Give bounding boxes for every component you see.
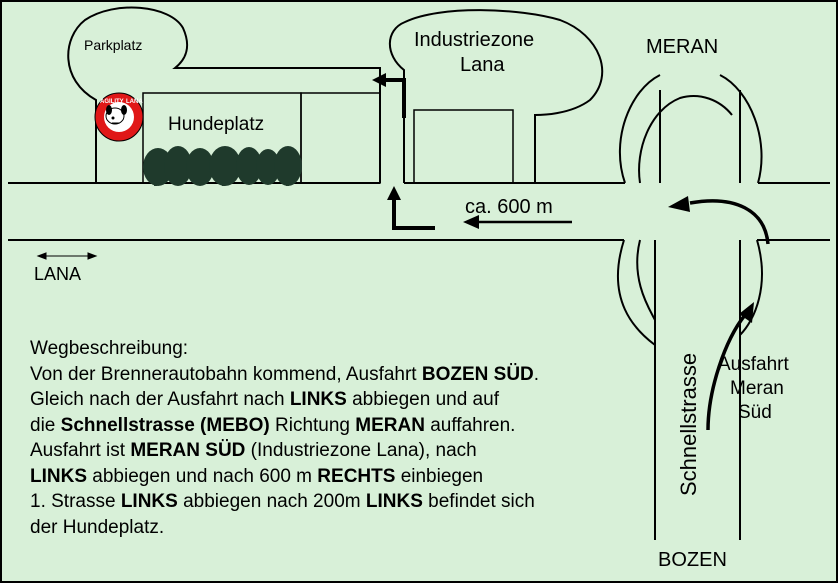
directions-text-segment: die xyxy=(30,414,61,436)
lana-label: LANA xyxy=(34,264,81,284)
directions-line: der Hundeplatz. xyxy=(30,515,680,541)
north-interchange xyxy=(618,74,763,184)
directions-line: 1. Strasse LINKS abbiegen nach 200m LINK… xyxy=(30,489,680,515)
directions-text-segment: einbiegen xyxy=(395,465,484,487)
meran-label: MERAN xyxy=(646,36,718,58)
directions-bold-text: MERAN SÜD xyxy=(130,440,246,461)
directions-bold-text: LINKS xyxy=(365,491,423,512)
south-interchange xyxy=(617,239,763,540)
directions-bold-text: LINKS xyxy=(120,491,178,512)
ausfahrt-label-1: Ausfahrt xyxy=(718,354,789,375)
lana-direction-arrow-icon xyxy=(36,252,98,260)
svg-text:AGILITY: AGILITY xyxy=(100,99,124,105)
directions-text-segment: Ausfahrt ist xyxy=(30,440,131,461)
directions-text-segment: abbiegen und auf xyxy=(346,389,499,410)
directions-bold-text: RECHTS xyxy=(317,465,396,487)
ausfahrt-label-2: Meran xyxy=(730,378,784,399)
turn-right-arrow-icon xyxy=(387,186,435,230)
distance-arrow-icon xyxy=(463,215,572,229)
ausfahrt-label-3: Süd xyxy=(738,402,772,423)
directions-line: die Schnellstrasse (MEBO) Richtung MERAN… xyxy=(30,413,680,439)
directions-text-segment: . xyxy=(533,363,540,385)
parkplatz-label: Parkplatz xyxy=(84,37,142,53)
directions-text-segment: Richtung xyxy=(269,414,356,436)
schnellstrasse-arrow-icon xyxy=(706,302,754,431)
directions-text-segment: abbiegen und nach 600 m xyxy=(87,465,318,487)
directions-text-segment: Gleich nach der Ausfahrt nach xyxy=(30,389,290,410)
hundeplatz-label: Hundeplatz xyxy=(168,114,264,135)
directions-text: Wegbeschreibung: Von der Brennerautobahn… xyxy=(30,336,680,540)
directions-text-segment: Von der Brennerautobahn kommend, Ausfahr… xyxy=(30,363,422,385)
turn-left-arrow-icon xyxy=(372,73,406,118)
trees-icon xyxy=(143,146,302,186)
directions-bold-text: LINKS xyxy=(289,389,347,410)
directions-bold-text: Schnellstrasse (MEBO) xyxy=(60,414,270,436)
parking-area xyxy=(67,6,381,183)
directions-bold-text: MERAN xyxy=(355,414,425,436)
svg-text:LANA: LANA xyxy=(126,99,143,105)
directions-line: LINKS abbiegen und nach 600 m RECHTS ein… xyxy=(30,464,680,490)
directions-bold-text: LINKS xyxy=(30,465,87,487)
agility-club-logo-icon: AGILITY LANA xyxy=(94,92,144,142)
directions-text-segment: auffahren. xyxy=(424,414,516,436)
bozen-label: BOZEN xyxy=(658,549,727,571)
directions-text-segment: abbiegen nach 200m xyxy=(177,491,366,512)
main-road xyxy=(8,182,830,241)
directions-bold-text: BOZEN SÜD xyxy=(421,363,534,385)
industriezone-label-1: Industriezone xyxy=(414,29,534,51)
exit-ramp-arrow-icon xyxy=(668,196,770,245)
directions-text-segment: befindet sich xyxy=(422,491,535,512)
directions-line: Ausfahrt ist MERAN SÜD (Industriezone La… xyxy=(30,438,680,464)
directions-lines: Von der Brennerautobahn kommend, Ausfahr… xyxy=(30,362,680,541)
industriezone-area xyxy=(389,9,604,184)
directions-text-segment: der Hundeplatz. xyxy=(30,516,165,538)
directions-heading: Wegbeschreibung: xyxy=(30,338,189,359)
directions-line: Gleich nach der Ausfahrt nach LINKS abbi… xyxy=(30,387,680,413)
industriezone-label-2: Lana xyxy=(460,54,505,76)
schnellstrasse-label: Schnellstrasse xyxy=(676,353,701,496)
directions-line: Von der Brennerautobahn kommend, Ausfahr… xyxy=(30,362,680,388)
distance-label: ca. 600 m xyxy=(465,196,553,218)
directions-text-segment: (Industriezone Lana), nach xyxy=(245,440,477,461)
directions-text-segment: 1. Strasse xyxy=(30,491,121,512)
